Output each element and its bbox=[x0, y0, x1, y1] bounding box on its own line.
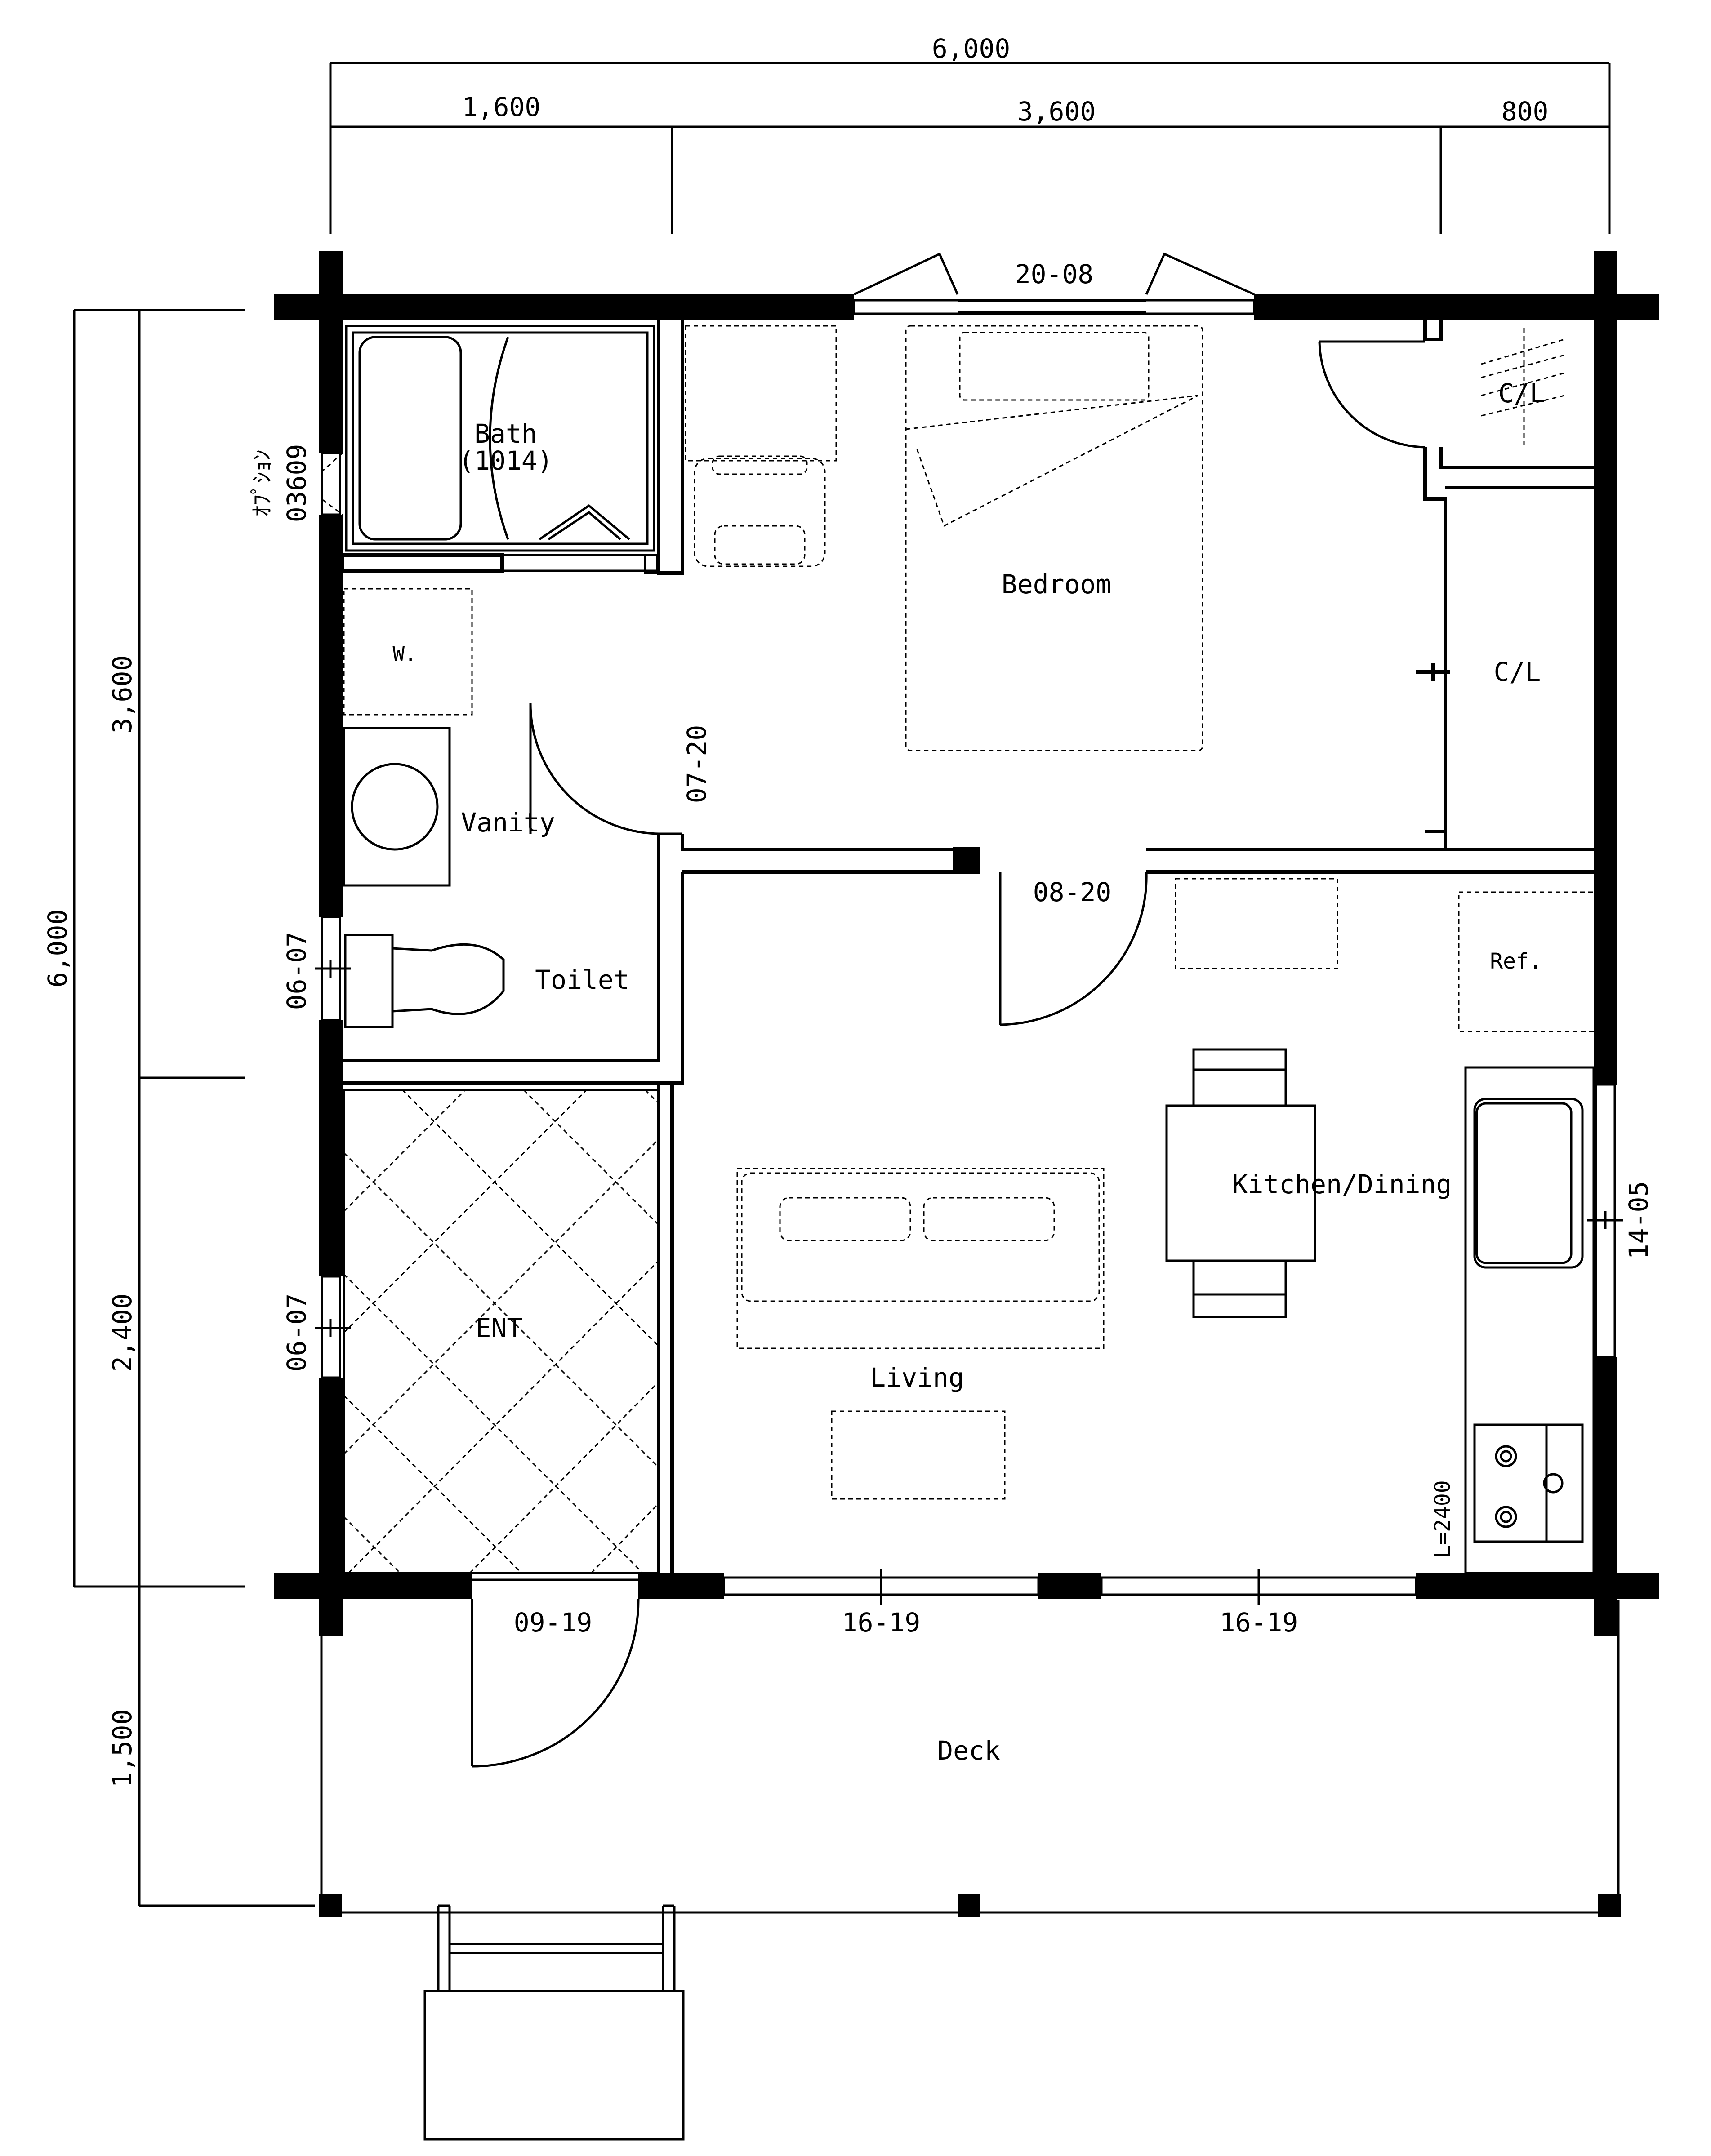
label-closet-mid: C/L bbox=[1494, 657, 1541, 687]
label-deck: Deck bbox=[937, 1735, 1000, 1766]
deck-post-middle bbox=[958, 1894, 980, 1917]
dim-top-total: 6,000 bbox=[932, 33, 1011, 64]
dim-left-total: 6,000 bbox=[42, 909, 73, 988]
deck-post-right bbox=[1598, 1894, 1621, 1917]
interior-walls bbox=[341, 320, 1594, 1573]
label-bedroom: Bedroom bbox=[1002, 569, 1111, 600]
label-refrigerator: Ref. bbox=[1490, 949, 1542, 974]
door-living bbox=[999, 871, 1148, 1026]
bed bbox=[905, 325, 1203, 751]
label-front-window-2: 16-19 bbox=[1220, 1607, 1298, 1638]
window-bath bbox=[321, 452, 341, 516]
dim-left-lower: 2,400 bbox=[107, 1294, 138, 1372]
label-counter-length: L=2400 bbox=[1430, 1480, 1455, 1558]
label-toilet: Toilet bbox=[535, 965, 629, 995]
dimension-lines bbox=[73, 62, 1611, 1907]
dim-top-bath: 1,600 bbox=[462, 92, 541, 122]
label-bath-window-note: ｵﾌﾟｼｮﾝ bbox=[249, 449, 275, 517]
dim-left-deck: 1,500 bbox=[107, 1709, 138, 1788]
label-vanity: Vanity bbox=[461, 807, 555, 838]
sofa bbox=[736, 1168, 1105, 1349]
refrigerator bbox=[1458, 891, 1599, 1032]
dim-top-middle: 3,600 bbox=[1017, 96, 1096, 127]
dining-set bbox=[1165, 1048, 1316, 1318]
label-living: Living bbox=[870, 1362, 964, 1393]
toilet bbox=[344, 934, 505, 1028]
desk-chair bbox=[694, 455, 826, 567]
label-living-door: 08-20 bbox=[1033, 877, 1112, 907]
label-bedroom-door: 07-20 bbox=[682, 725, 712, 804]
label-toilet-window: 06-07 bbox=[281, 932, 312, 1010]
kitchen-cabinet bbox=[1175, 878, 1338, 969]
label-washer: W. bbox=[393, 643, 417, 666]
label-kitchen-dining: Kitchen/Dining bbox=[1232, 1169, 1452, 1200]
label-entrance: ENT bbox=[476, 1313, 523, 1343]
bathtub bbox=[345, 325, 655, 552]
label-bath-code: (1014) bbox=[459, 445, 553, 476]
vanity-sink bbox=[343, 727, 451, 887]
desk bbox=[685, 325, 837, 462]
label-entry-door: 09-19 bbox=[514, 1607, 593, 1638]
label-bath-window: 03609 bbox=[281, 444, 312, 523]
coffee-table bbox=[831, 1410, 1006, 1500]
kitchen-counter bbox=[1464, 1066, 1595, 1574]
label-kitchen-window: 14-05 bbox=[1623, 1181, 1654, 1260]
door-bedroom bbox=[529, 703, 682, 835]
dim-top-right: 800 bbox=[1502, 96, 1549, 127]
door-closet bbox=[1318, 340, 1426, 449]
label-bedroom-window: 20-08 bbox=[1015, 259, 1094, 289]
label-bath: Bath bbox=[474, 418, 537, 449]
outer-walls bbox=[274, 251, 1659, 1636]
entrance-tile-pattern bbox=[343, 1089, 660, 1574]
label-entrance-window: 06-07 bbox=[281, 1294, 312, 1372]
dim-left-upper: 3,600 bbox=[107, 655, 138, 734]
washer bbox=[343, 588, 473, 716]
label-closet-top: C/L bbox=[1498, 378, 1546, 409]
deck-stairs bbox=[423, 1904, 685, 2141]
deck-post-left bbox=[319, 1894, 342, 1917]
label-front-window-1: 16-19 bbox=[842, 1607, 921, 1638]
closet-rail bbox=[1481, 328, 1565, 445]
door-entry bbox=[471, 1578, 640, 1768]
